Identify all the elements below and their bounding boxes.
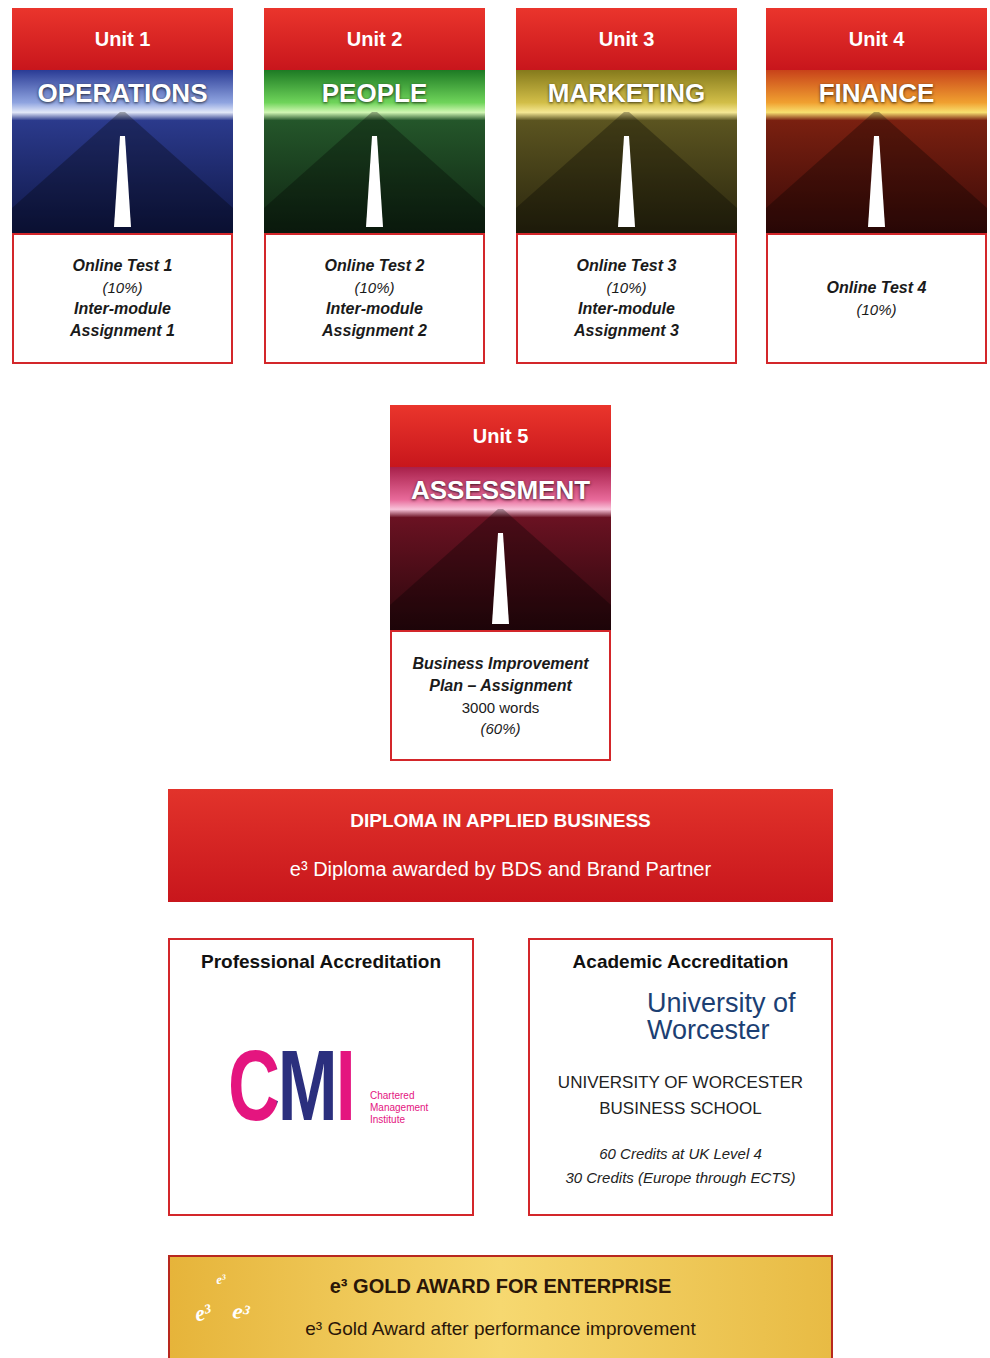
credit-note: 30 Credits (Europe through ECTS) bbox=[530, 1167, 831, 1189]
road-marking bbox=[366, 136, 383, 227]
box-heading: Academic Accreditation bbox=[530, 950, 831, 974]
weight-label: (10%) bbox=[856, 299, 896, 320]
test-label: Online Test 4 bbox=[827, 277, 927, 299]
award-title: e³ GOLD AWARD FOR ENTERPRISE bbox=[170, 1273, 831, 1299]
road-sky bbox=[766, 70, 987, 233]
credit-note: 60 Credits at UK Level 4 bbox=[530, 1143, 831, 1165]
unit-title: ASSESSMENT bbox=[394, 475, 607, 505]
word-count: 3000 words bbox=[462, 697, 540, 718]
unit-number: Unit 4 bbox=[849, 27, 905, 51]
accreditation-box: Academic AccreditationUniversity of Worc… bbox=[528, 938, 833, 1216]
test-label: Online Test 1 bbox=[73, 255, 173, 277]
road-surface bbox=[390, 509, 611, 630]
unit-picture-area: ASSESSMENT bbox=[390, 467, 611, 630]
unit-header-band: Unit 1 bbox=[12, 8, 233, 70]
unit-title: MARKETING bbox=[520, 78, 733, 108]
road-picture bbox=[264, 70, 485, 233]
weight-label: (10%) bbox=[102, 277, 142, 298]
cmi-logo-subtitle: Chartered Management Institute bbox=[370, 1090, 436, 1126]
unit-header-band: Unit 3 bbox=[516, 8, 737, 70]
unit-number: Unit 5 bbox=[473, 424, 529, 448]
road-picture bbox=[766, 70, 987, 233]
road-sky bbox=[12, 70, 233, 233]
unit-number: Unit 3 bbox=[599, 27, 655, 51]
diploma-title: DIPLOMA IN APPLIED BUSINESS bbox=[168, 809, 833, 833]
diploma-band: DIPLOMA IN APPLIED BUSINESS e³ Diploma aw… bbox=[168, 789, 833, 902]
award-subtitle: e³ Gold Award after performance improvem… bbox=[170, 1316, 831, 1342]
unit-card: Unit 1 OPERATIONS Online Test 1(10%)Inter-… bbox=[12, 8, 233, 364]
unit-number: Unit 2 bbox=[347, 27, 403, 51]
road-picture bbox=[12, 70, 233, 233]
test-label: Online Test 2 bbox=[325, 255, 425, 277]
assignment-label: Inter-module Assignment 3 bbox=[547, 298, 707, 342]
cmi-logo-text: CMI bbox=[228, 1035, 354, 1135]
unit-body-box: Online Test 1(10%)Inter-module Assignmen… bbox=[12, 233, 233, 364]
school-name: UNIVERSITY OF WORCESTER BUSINESS SCHOOL bbox=[546, 1070, 815, 1122]
weight-label: (10%) bbox=[606, 277, 646, 298]
box-heading: Professional Accreditation bbox=[170, 950, 472, 974]
test-label: Online Test 3 bbox=[577, 255, 677, 277]
road-surface bbox=[264, 112, 485, 233]
weight-label: (60%) bbox=[480, 718, 520, 739]
road-marking bbox=[868, 136, 885, 227]
assignment-label: Business Improvement Plan – Assignment bbox=[403, 653, 598, 697]
university-logo-text: University of Worcester bbox=[647, 990, 827, 1044]
road-surface bbox=[12, 112, 233, 233]
unit-body-box: Online Test 2(10%)Inter-module Assignmen… bbox=[264, 233, 485, 364]
unit-body-box: Business Improvement Plan – Assignment30… bbox=[390, 630, 611, 761]
road-picture bbox=[516, 70, 737, 233]
road-picture bbox=[390, 467, 611, 630]
road-sky bbox=[264, 70, 485, 233]
road-surface bbox=[766, 112, 987, 233]
unit-header-band: Unit 2 bbox=[264, 8, 485, 70]
unit-picture-area: FINANCE bbox=[766, 70, 987, 233]
unit-header-band: Unit 5 bbox=[390, 405, 611, 467]
diploma-subtitle: e³ Diploma awarded by BDS and Brand Part… bbox=[168, 856, 833, 882]
weight-label: (10%) bbox=[354, 277, 394, 298]
unit-card: Unit 5 ASSESSMENT Business Improvement Pla… bbox=[390, 405, 611, 761]
road-marking bbox=[618, 136, 635, 227]
unit-number: Unit 1 bbox=[95, 27, 151, 51]
assignment-label: Inter-module Assignment 1 bbox=[43, 298, 203, 342]
unit-body-box: Online Test 3(10%)Inter-module Assignmen… bbox=[516, 233, 737, 364]
accreditation-box: Professional AccreditationCMI Chartered M… bbox=[168, 938, 474, 1216]
road-marking bbox=[114, 136, 131, 227]
unit-card: Unit 2 PEOPLE Online Test 2(10%)Inter-modu… bbox=[264, 8, 485, 364]
unit-header-band: Unit 4 bbox=[766, 8, 987, 70]
unit-picture-area: PEOPLE bbox=[264, 70, 485, 233]
unit-title: PEOPLE bbox=[268, 78, 481, 108]
road-marking bbox=[492, 533, 509, 624]
unit-body-box: Online Test 4(10%) bbox=[766, 233, 987, 364]
unit-picture-area: MARKETING bbox=[516, 70, 737, 233]
unit-picture-area: OPERATIONS bbox=[12, 70, 233, 233]
road-surface bbox=[516, 112, 737, 233]
unit-card: Unit 4 FINANCE Online Test 4(10%) bbox=[766, 8, 987, 364]
unit-card: Unit 3 MARKETING Online Test 3(10%)Inter-m… bbox=[516, 8, 737, 364]
unit-title: OPERATIONS bbox=[16, 78, 229, 108]
award-band: e³ GOLD AWARD FOR ENTERPRISE e³ Gold Awar… bbox=[168, 1255, 833, 1358]
road-sky bbox=[516, 70, 737, 233]
cube-label: e³ bbox=[215, 1272, 226, 1286]
road-sky bbox=[390, 467, 611, 630]
assignment-label: Inter-module Assignment 2 bbox=[295, 298, 455, 342]
unit-title: FINANCE bbox=[770, 78, 983, 108]
